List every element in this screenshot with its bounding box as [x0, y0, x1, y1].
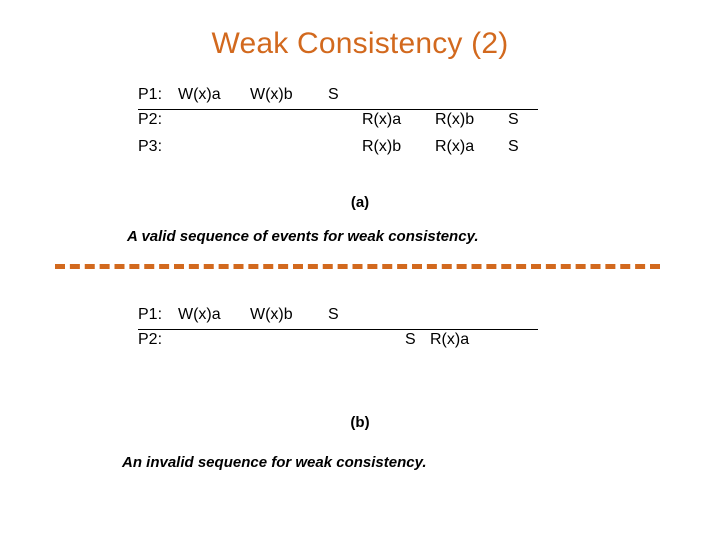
event-cell: R(x)a: [430, 331, 470, 348]
table-row: P1: W(x)a W(x)b S: [130, 306, 590, 329]
process-label-p2: P2:: [138, 111, 163, 128]
event-cell: R(x)b: [435, 111, 475, 128]
event-cell: W(x)a: [178, 86, 221, 103]
event-cell: S: [328, 306, 339, 323]
process-label-p3: P3:: [138, 138, 163, 155]
table-row: P3: R(x)b R(x)a S: [130, 138, 590, 161]
figure-description-b: An invalid sequence for weak consistency…: [122, 454, 427, 471]
table-row: P2: S R(x)a: [130, 331, 590, 354]
figure-description-a: A valid sequence of events for weak cons…: [127, 228, 479, 245]
table-row: P1: W(x)a W(x)b S: [130, 86, 590, 109]
event-cell: R(x)a: [435, 138, 475, 155]
event-cell: S: [328, 86, 339, 103]
process-label-p2: P2:: [138, 331, 163, 348]
event-cell: W(x)b: [250, 86, 293, 103]
figure-subcaption-a: (a): [350, 194, 370, 211]
event-cell: W(x)a: [178, 306, 221, 323]
process-label-p1: P1:: [138, 306, 163, 323]
sequence-table-b: P1: W(x)a W(x)b S P2: S R(x)a: [130, 306, 590, 352]
event-cell: S: [405, 331, 416, 348]
table-row: P2: R(x)a R(x)b S: [130, 111, 590, 134]
figure-invalid-sequence: P1: W(x)a W(x)b S P2: S R(x)a: [0, 306, 720, 352]
section-divider: [55, 264, 660, 269]
event-cell: S: [508, 111, 519, 128]
page-title: Weak Consistency (2): [211, 27, 509, 60]
sequence-table-a: P1: W(x)a W(x)b S P2: R(x)a R(x)b S P3: …: [130, 86, 590, 158]
event-cell: R(x)a: [362, 111, 402, 128]
event-cell: W(x)b: [250, 306, 293, 323]
figure-valid-sequence: P1: W(x)a W(x)b S P2: R(x)a R(x)b S P3: …: [0, 86, 720, 158]
process-divider-line-b: [138, 329, 538, 330]
figure-subcaption-b: (b): [350, 414, 370, 431]
process-label-p1: P1:: [138, 86, 163, 103]
process-divider-line-a: [138, 109, 538, 110]
event-cell: S: [508, 138, 519, 155]
event-cell: R(x)b: [362, 138, 402, 155]
